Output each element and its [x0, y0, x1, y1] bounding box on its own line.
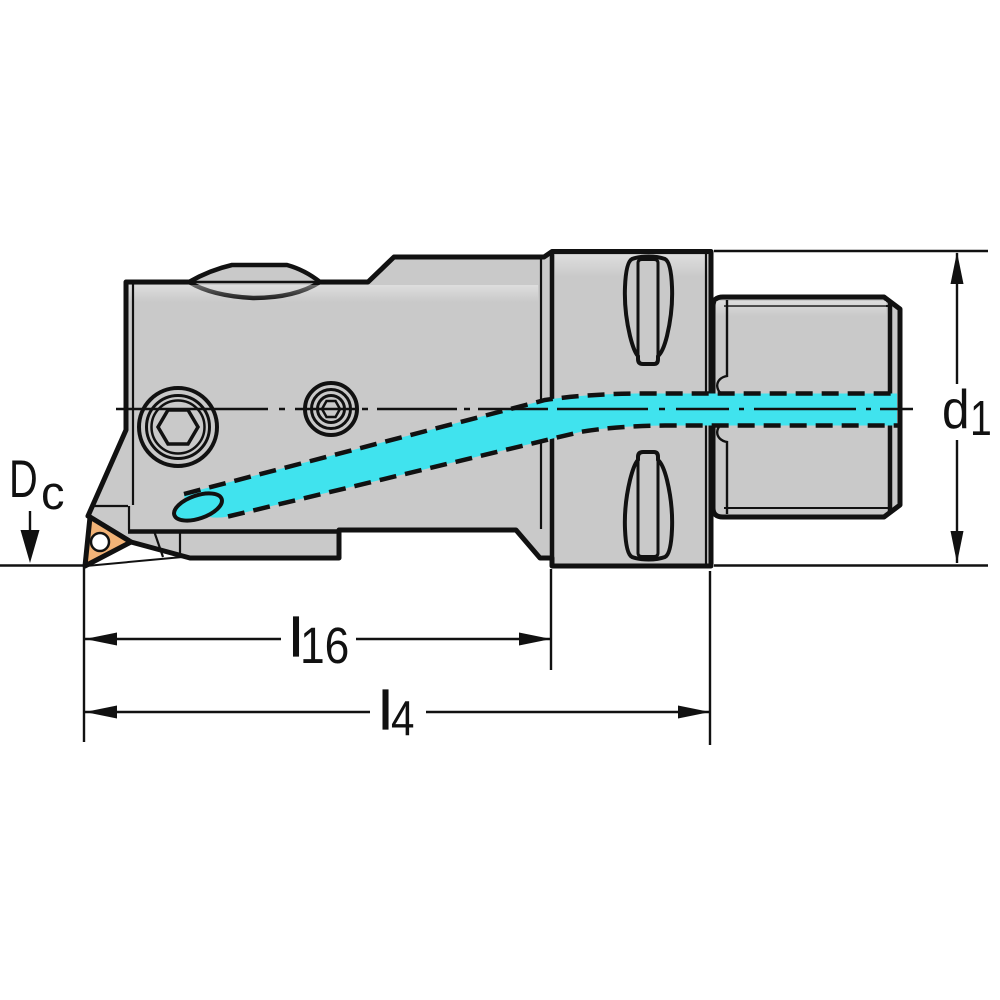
- svg-text:l: l: [380, 681, 392, 741]
- svg-text:c: c: [41, 466, 65, 519]
- svg-text:4: 4: [391, 691, 414, 746]
- svg-text:d: d: [942, 380, 970, 441]
- svg-text:1: 1: [970, 392, 992, 446]
- svg-text:16: 16: [300, 618, 349, 675]
- svg-text:l: l: [290, 608, 302, 668]
- svg-text:D: D: [9, 449, 38, 508]
